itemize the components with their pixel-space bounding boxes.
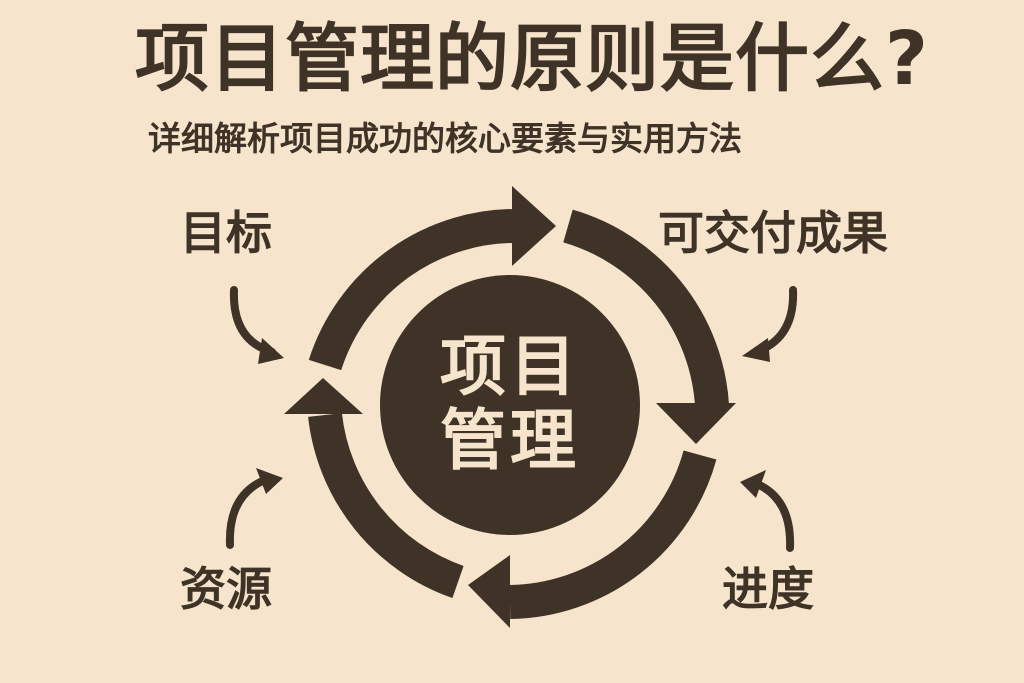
label-resources: 资源	[180, 562, 272, 616]
center-label-line2: 管理	[440, 401, 580, 479]
label-deliverables: 可交付成果	[658, 206, 888, 260]
center-label-line1: 项目	[440, 328, 580, 405]
center-circle	[380, 275, 640, 535]
curved-arrow-bottom	[468, 450, 717, 628]
pointer-arrow-top-right	[742, 286, 798, 362]
center-label: 项目 管理	[420, 330, 600, 478]
label-goal: 目标	[180, 206, 272, 260]
pointer-arrow-top-left	[229, 286, 284, 364]
pointer-arrow-bottom-right	[740, 470, 795, 552]
label-schedule: 进度	[722, 562, 814, 616]
curved-arrow-right	[563, 209, 736, 444]
page-title: 项目管理的原则是什么?	[135, 16, 929, 102]
curved-arrow-top	[308, 186, 556, 371]
page-subtitle: 详细解析项目成功的核心要素与实用方法	[148, 119, 742, 158]
curved-arrow-left	[284, 378, 464, 599]
pointer-arrow-bottom-left	[225, 468, 283, 549]
